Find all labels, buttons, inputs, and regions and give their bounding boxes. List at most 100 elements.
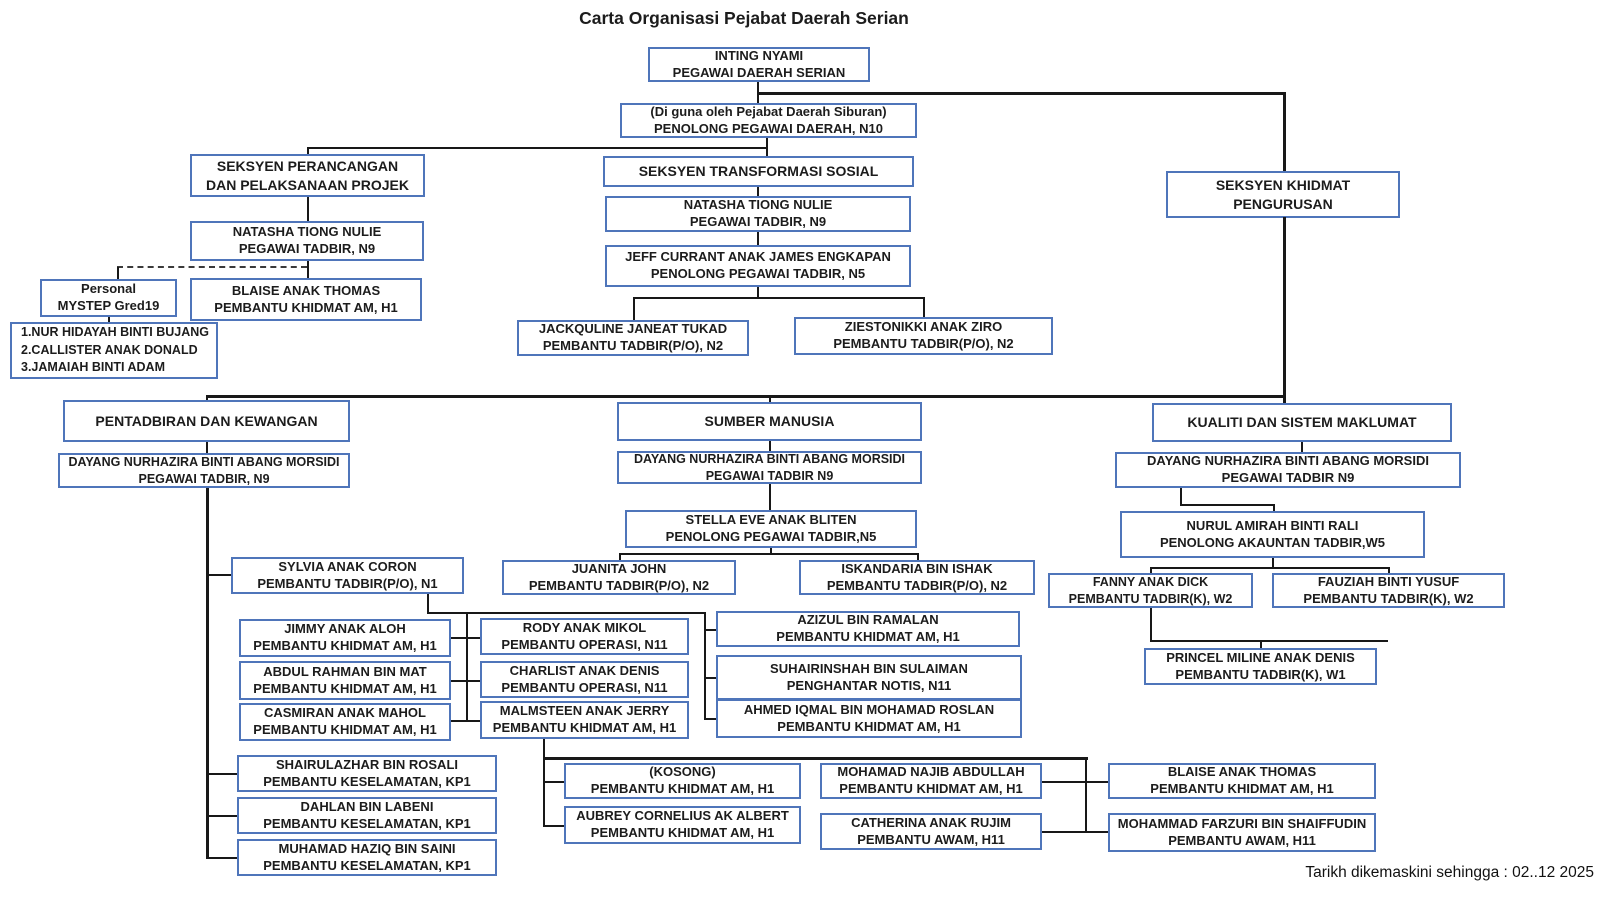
connector	[769, 441, 771, 451]
connector-dashed	[117, 266, 307, 268]
org-box-inting: INTING NYAMI PEGAWAI DAERAH SERIAN	[648, 47, 870, 82]
org-box-kosong: (KOSONG) PEMBANTU KHIDMAT AM, H1	[564, 763, 801, 799]
org-box-jackquline: JACKQULINE JANEAT TUKAD PEMBANTU TADBIR(…	[517, 320, 749, 356]
connector	[1150, 567, 1152, 573]
connector	[543, 757, 1088, 760]
person-name: CHARLIST ANAK DENIS	[509, 662, 660, 678]
org-box-mystep-list: 1.NUR HIDAYAH BINTI BUJANG 2.CALLISTER A…	[10, 322, 218, 379]
org-box-natasha-left: NATASHA TIONG NULIE PEGAWAI TADBIR, N9	[190, 221, 424, 261]
connector	[704, 718, 716, 720]
list-item: 3.JAMAIAH BINTI ADAM	[21, 360, 165, 375]
person-name: AZIZUL BIN RAMALAN	[797, 612, 939, 628]
org-box-jeff: JEFF CURRANT ANAK JAMES ENGKAPAN PENOLON…	[605, 245, 911, 287]
person-name: JIMMY ANAK ALOH	[284, 621, 406, 637]
connector	[543, 825, 564, 827]
person-role: PENOLONG AKAUNTAN TADBIR,W5	[1159, 534, 1386, 550]
connector	[766, 138, 768, 156]
person-name: DAHLAN BIN LABENI	[300, 798, 434, 814]
person-role: PEMBANTU KHIDMAT AM, H1	[253, 680, 437, 696]
org-box-blaise-bottom: BLAISE ANAK THOMAS PEMBANTU KHIDMAT AM, …	[1108, 763, 1376, 799]
person-name: JEFF CURRANT ANAK JAMES ENGKAPAN	[625, 249, 891, 265]
connector	[1260, 640, 1262, 648]
person-name: FANNY ANAK DICK	[1092, 575, 1209, 590]
connector	[704, 677, 716, 679]
org-box-pentadbiran: PENTADBIRAN DAN KEWANGAN	[63, 400, 350, 442]
list-item: 1.NUR HIDAYAH BINTI BUJANG	[21, 325, 209, 340]
person-role: PEMBANTU KHIDMAT AM, H1	[590, 781, 775, 796]
org-box-suhairinshah: SUHAIRINSHAH BIN SULAIMAN PENGHANTAR NOT…	[716, 655, 1022, 700]
section-label: DAN PELAKSANAAN PROJEK	[205, 176, 410, 193]
connector	[307, 261, 309, 278]
person-name: STELLA EVE ANAK BLITEN	[685, 512, 857, 528]
person-name: Personal	[81, 281, 136, 297]
connector	[1085, 757, 1087, 833]
person-role: PEGAWAI TADBIR, N9	[689, 214, 827, 229]
person-name: JUANITA JOHN	[571, 560, 667, 576]
org-box-dayang-mid: DAYANG NURHAZIRA BINTI ABANG MORSIDI PEG…	[617, 451, 922, 484]
connector	[206, 773, 237, 775]
person-role: PEGAWAI TADBIR N9	[705, 468, 834, 483]
person-role: PENOLONG PEGAWAI DAERAH, N10	[654, 120, 883, 136]
connector	[1273, 504, 1275, 511]
person-role: PEMBANTU TADBIR(K), W2	[1068, 591, 1233, 606]
connector	[108, 317, 110, 322]
org-box-muhamad: MUHAMAD HAZIQ BIN SAINI PEMBANTU KESELAM…	[237, 839, 497, 876]
person-name: FAUZIAH BINTI YUSUF	[1317, 573, 1460, 589]
org-box-jimmy: JIMMY ANAK ALOH PEMBANTU KHIDMAT AM, H1	[239, 619, 451, 657]
person-role: PENGHANTAR NOTIS, N11	[786, 677, 952, 693]
person-name: ISKANDARIA BIN ISHAK	[841, 560, 993, 576]
org-box-ahmed: AHMED IQMAL BIN MOHAMAD ROSLAN PEMBANTU …	[716, 699, 1022, 738]
org-box-blaise-left: BLAISE ANAK THOMAS PEMBANTU KHIDMAT AM, …	[190, 278, 422, 321]
org-box-catherina: CATHERINA ANAK RUJIM PEMBANTU AWAM, H11	[820, 813, 1042, 850]
person-role: PEMBANTU KHIDMAT AM, H1	[1150, 781, 1334, 796]
org-box-stella: STELLA EVE ANAK BLITEN PENOLONG PEGAWAI …	[625, 510, 917, 548]
person-role: PEMBANTU KESELAMATAN, KP1	[263, 857, 471, 873]
person-name: PRINCEL MILINE ANAK DENIS	[1166, 649, 1355, 665]
connector	[1283, 92, 1286, 171]
org-box-fanny: FANNY ANAK DICK PEMBANTU TADBIR(K), W2	[1048, 573, 1253, 608]
connector	[307, 197, 309, 221]
person-role: PEMBANTU TADBIR(P/O), N2	[542, 338, 724, 353]
person-name: DAYANG NURHAZIRA BINTI ABANG MORSIDI	[1147, 453, 1429, 469]
person-name: MOHAMAD NAJIB ABDULLAH	[837, 764, 1025, 780]
org-box-nurul: NURUL AMIRAH BINTI RALI PENOLONG AKAUNTA…	[1120, 511, 1425, 558]
person-name: JACKQULINE JANEAT TUKAD	[538, 321, 728, 337]
list-item: 2.CALLISTER ANAK DONALD	[21, 342, 198, 357]
org-box-dahlan: DAHLAN BIN LABENI PEMBANTU KESELAMATAN, …	[237, 797, 497, 834]
connector	[757, 232, 759, 245]
org-box-farzuri: MOHAMMAD FARZURI BIN SHAIFFUDIN PEMBANTU…	[1108, 813, 1376, 852]
person-role: PEMBANTU TADBIR(K), W1	[1175, 666, 1346, 682]
connector	[206, 574, 231, 576]
org-box-aubrey: AUBREY CORNELIUS AK ALBERT PEMBANTU KHID…	[564, 806, 801, 844]
person-role: PEMBANTU TADBIR(P/O), N2	[833, 336, 1014, 351]
person-name: SHAIRULAZHAR BIN ROSALI	[276, 756, 458, 772]
person-role: PEGAWAI TADBIR N9	[1221, 470, 1355, 485]
person-role: PEMBANTU KHIDMAT AM, H1	[776, 629, 960, 644]
person-role: PEMBANTU KHIDMAT AM, H1	[492, 720, 677, 735]
person-name: SYLVIA ANAK CORON	[278, 558, 417, 574]
person-role: PEMBANTU TADBIR(K), W2	[1303, 590, 1474, 606]
connector	[206, 857, 237, 859]
connector	[307, 147, 309, 154]
connector	[206, 395, 208, 400]
person-name: (KOSONG)	[649, 764, 716, 780]
person-name: AHMED IQMAL BIN MOHAMAD ROSLAN	[743, 701, 995, 717]
connector	[206, 395, 1284, 398]
org-box-siburan: (Di guna oleh Pejabat Daerah Siburan) PE…	[620, 103, 917, 138]
person-role: PEMBANTU KESELAMATAN, KP1	[263, 773, 471, 789]
person-name: SUHAIRINSHAH BIN SULAIMAN	[770, 660, 968, 676]
person-name: AUBREY CORNELIUS AK ALBERT	[576, 808, 789, 824]
connector	[427, 594, 429, 614]
org-box-seksyen-perancangan: SEKSYEN PERANCANGAN DAN PELAKSANAAN PROJ…	[190, 154, 425, 197]
connector	[1301, 442, 1303, 452]
person-name: CASMIRAN ANAK MAHOL	[263, 705, 426, 721]
org-box-abdul: ABDUL RAHMAN BIN MAT PEMBANTU KHIDMAT AM…	[239, 661, 451, 700]
org-box-ziestonikki: ZIESTONIKKI ANAK ZIRO PEMBANTU TADBIR(P/…	[794, 317, 1053, 355]
person-name: BLAISE ANAK THOMAS	[231, 282, 381, 298]
org-box-princel: PRINCEL MILINE ANAK DENIS PEMBANTU TADBI…	[1144, 648, 1377, 685]
connector	[770, 548, 772, 554]
person-name: CATHERINA ANAK RUJIM	[851, 814, 1011, 830]
person-name: MALMSTEEN ANAK JERRY	[499, 703, 670, 719]
person-role: PEMBANTU OPERASI, N11	[501, 636, 668, 652]
connector	[543, 757, 545, 825]
